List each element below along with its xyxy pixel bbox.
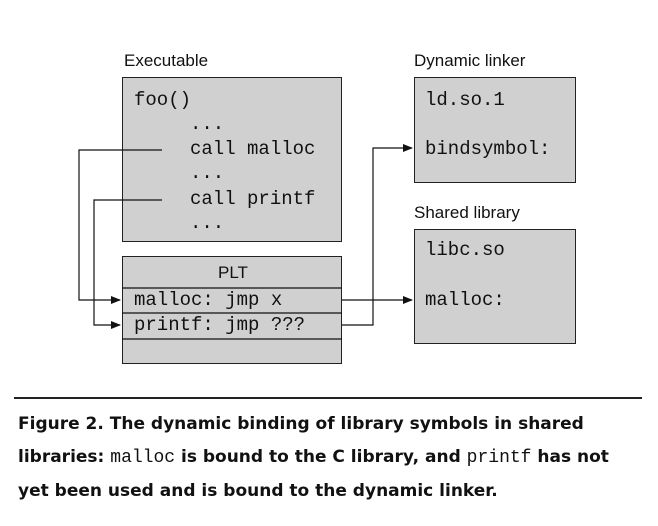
plt-entry-malloc: malloc: jmp x (134, 289, 283, 311)
malloc-call-arrow (78, 149, 162, 304)
executable-line-1: foo() (134, 89, 192, 111)
executable-line-6: ... (190, 212, 225, 234)
dynamic-linker-box (414, 77, 576, 183)
caption-prefix: Figure 2. The dynamic binding of library… (18, 414, 584, 467)
printf-plt-arrow (342, 144, 413, 326)
shared-library-line-2: malloc: (425, 289, 505, 311)
executable-title: Executable (124, 51, 209, 70)
executable-box (122, 77, 342, 242)
dynamic-linker-line-2: bindsymbol: (425, 138, 551, 160)
executable-line-3: call malloc (190, 138, 316, 160)
dynamic-linker-title: Dynamic linker (414, 51, 526, 70)
caption-code-printf: printf (466, 448, 532, 468)
plt-title: PLT (218, 263, 248, 282)
caption-mid: is bound to the C library, and (175, 447, 467, 467)
caption-suffix: has not yet been used and is bound to th… (18, 447, 609, 501)
plt-entry-printf: printf: jmp ??? (134, 314, 306, 336)
plt-box (122, 256, 342, 364)
shared-library-box (414, 229, 576, 344)
shared-library-title: Shared library (414, 203, 520, 222)
executable-line-4: ... (190, 162, 225, 184)
caption-code-malloc: malloc (110, 448, 176, 468)
figure-caption: Figure 2. The dynamic binding of library… (18, 408, 640, 508)
dynamic-linker-line-1: ld.so.1 (425, 89, 505, 111)
shared-library-line-1: libc.so (425, 239, 505, 261)
executable-line-2: ... (190, 113, 225, 135)
caption-rule (14, 397, 642, 399)
executable-line-5: call printf (190, 188, 316, 210)
printf-call-arrow (93, 199, 162, 329)
